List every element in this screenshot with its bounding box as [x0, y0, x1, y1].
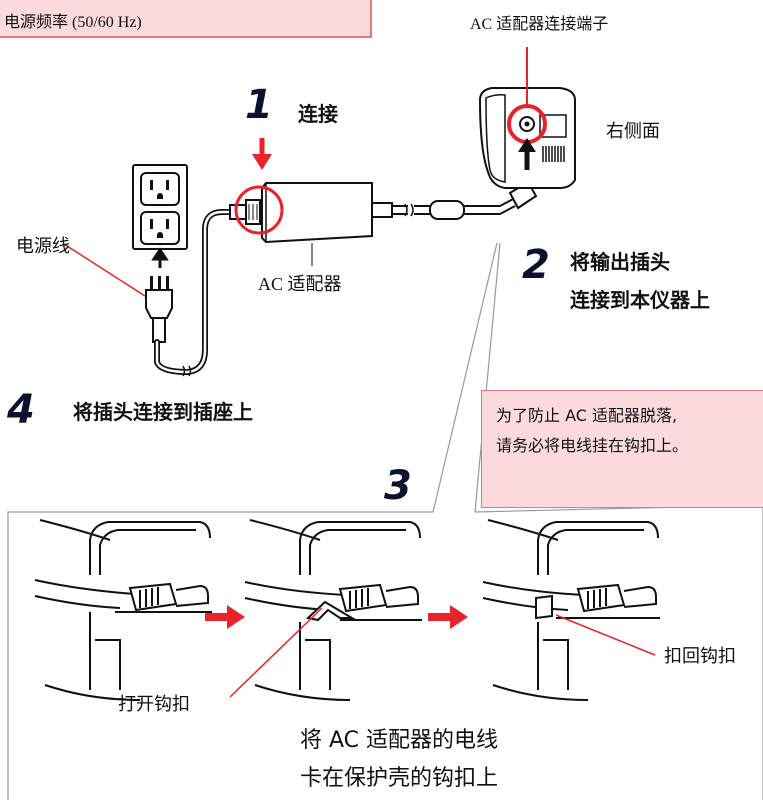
transition-arrow-1 — [205, 605, 245, 629]
terminal-label: AC 适配器连接端子 — [470, 16, 609, 33]
step-1-text: 连接 — [298, 102, 338, 126]
hook-panel-1 — [34, 519, 212, 701]
top-note-text: 电源频率 (50/60 Hz) — [4, 14, 142, 31]
hook-panel-2 — [244, 519, 422, 701]
wall-outlet — [132, 164, 188, 250]
instrument-right-side — [478, 87, 576, 189]
zoom-line-right — [474, 242, 501, 513]
hook-open-label: 打开钩扣 — [118, 694, 190, 714]
step-1-number: 1 — [245, 82, 273, 128]
adapter-input-highlight — [234, 185, 284, 235]
top-note-box: 电源频率 (50/60 Hz) — [0, 0, 372, 38]
zoom-line-left — [432, 242, 498, 513]
bottom-caption-line2: 卡在保护壳的钩扣上 — [300, 766, 499, 791]
warning-line1: 为了防止 AC 适配器脱落, — [496, 406, 678, 425]
step-4-number: 4 — [7, 387, 35, 433]
power-plug — [145, 276, 173, 343]
step-4-text: 将插头连接到插座上 — [73, 400, 253, 424]
warning-line2: 请务必将电线挂在钩扣上。 — [496, 436, 689, 455]
hook-panel-3 — [482, 519, 660, 701]
step-2-line1: 将输出插头 — [570, 250, 670, 274]
power-cord-label: 电源线 — [16, 236, 70, 256]
transition-arrow-2 — [428, 605, 468, 629]
ac-adapter — [261, 182, 373, 244]
step-3-number: 3 — [384, 463, 412, 509]
warning-box: 为了防止 AC 适配器脱落, 请务必将电线挂在钩扣上。 — [481, 390, 763, 508]
adapter-label: AC 适配器 — [258, 274, 342, 294]
detail-frame-border — [7, 505, 763, 800]
hook-close-label: 扣回钩扣 — [664, 646, 736, 666]
right-side-label: 右侧面 — [606, 121, 660, 141]
plug-arrow — [151, 247, 169, 268]
step-2-number: 2 — [522, 242, 550, 288]
step-2-line2: 连接到本仪器上 — [570, 288, 710, 312]
bottom-caption-line1: 将 AC 适配器的电线 — [300, 728, 499, 753]
detail-frame — [478, 512, 763, 560]
